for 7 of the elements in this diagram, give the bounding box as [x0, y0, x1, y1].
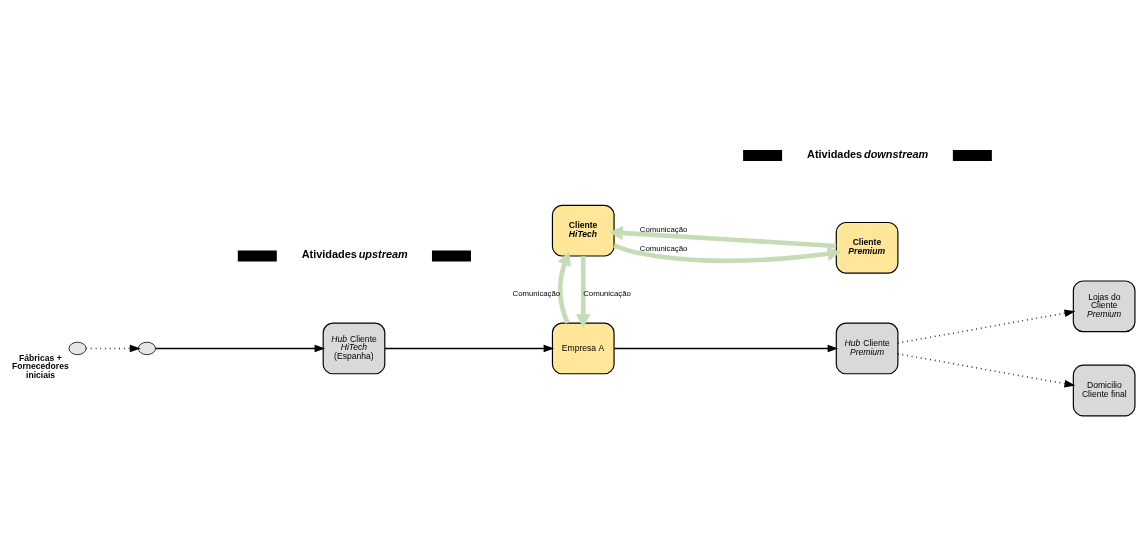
label: Atividades upstream — [301, 247, 408, 260]
edge-label: Comunicação — [639, 243, 688, 253]
label: Atividades downstream — [807, 147, 929, 160]
edge-label: Comunicação — [639, 224, 688, 234]
node-label: Fábricas + Fornecedores iniciais — [12, 352, 69, 380]
edge-label: Comunicação — [583, 288, 631, 298]
edge-label: Comunicação — [512, 288, 561, 298]
